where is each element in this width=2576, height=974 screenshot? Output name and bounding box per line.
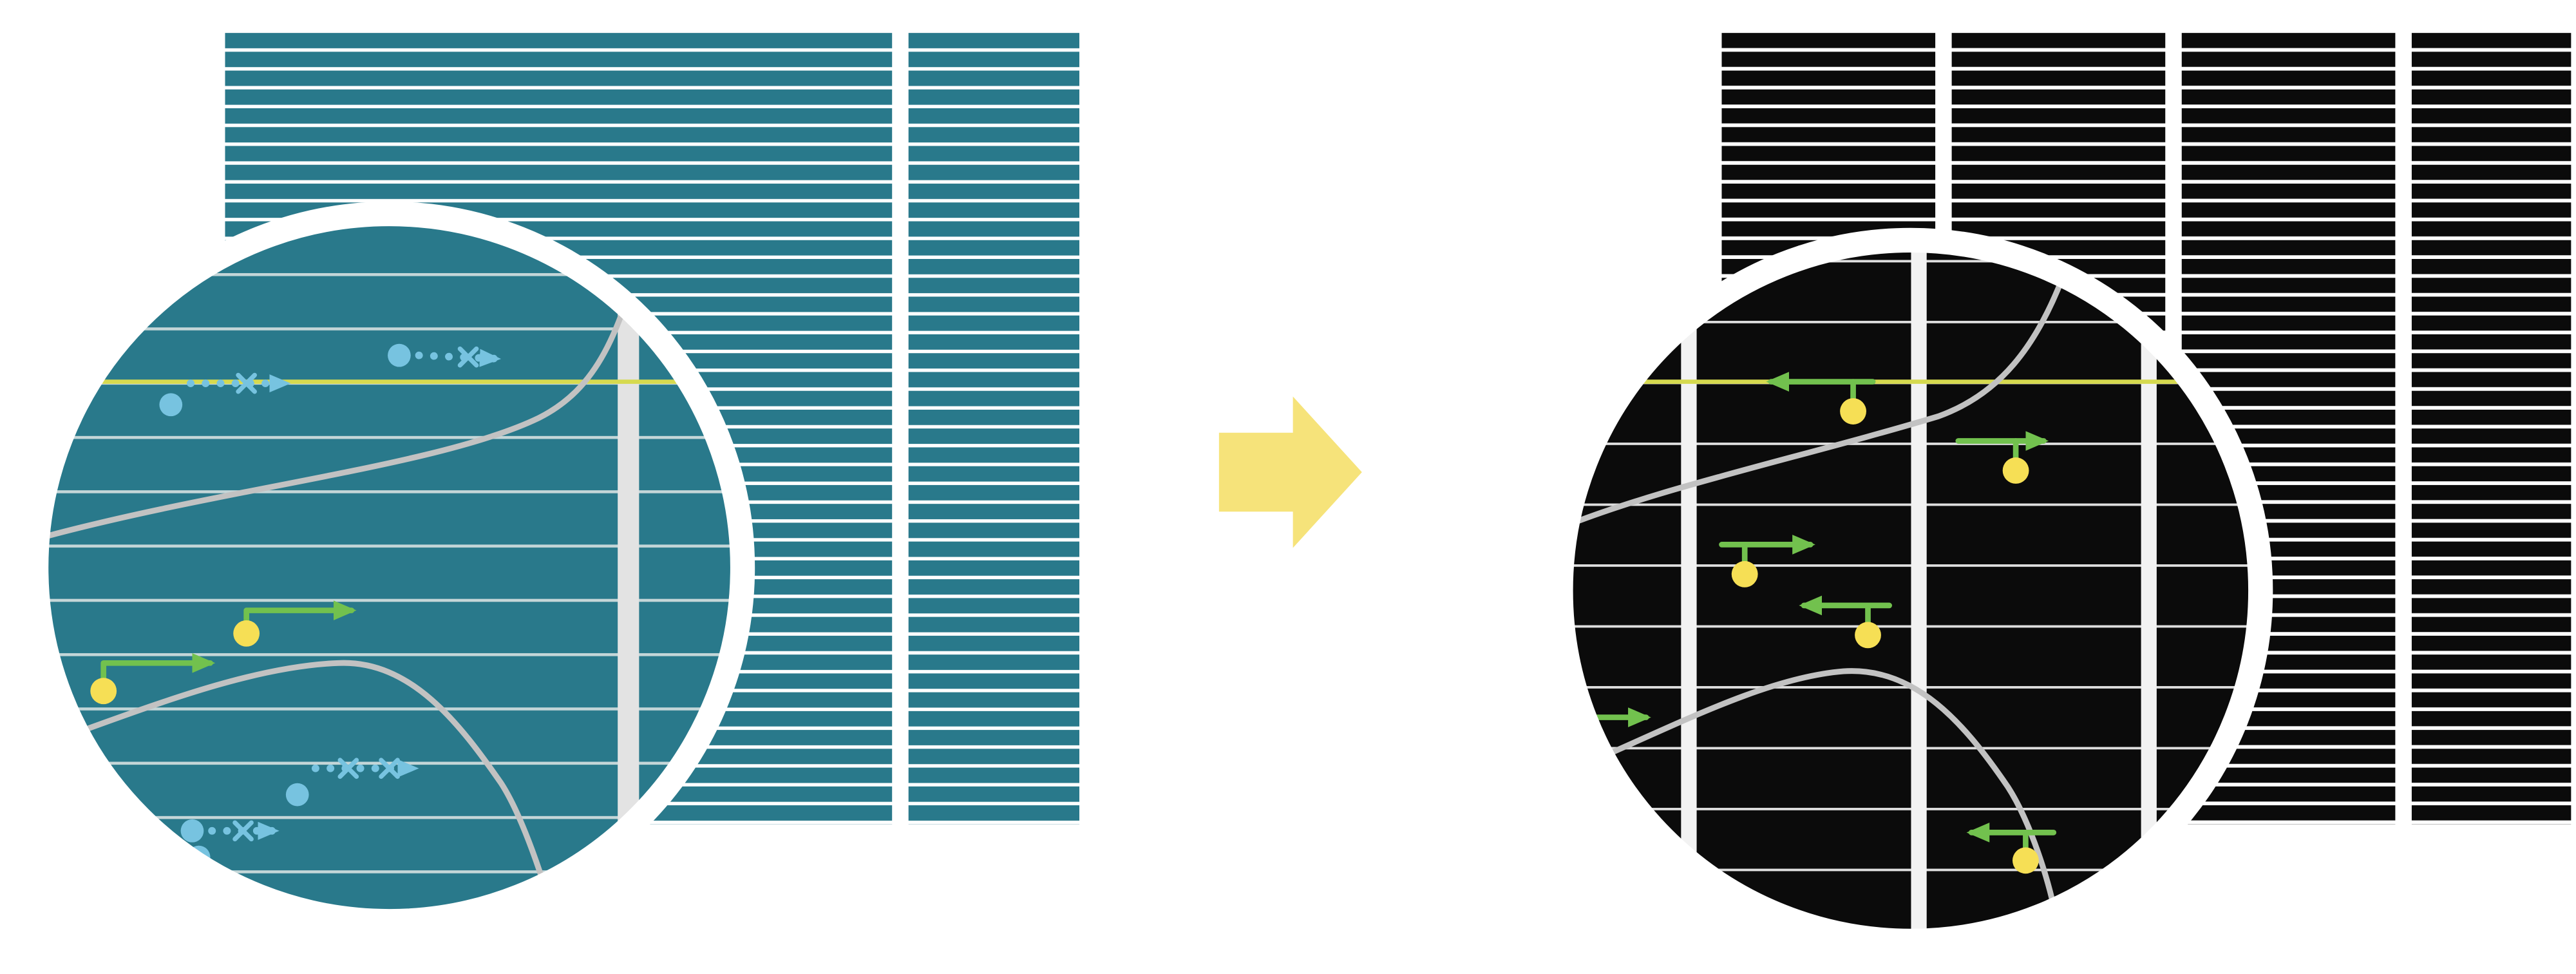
- short-carrier-path: [1955, 431, 2049, 484]
- carrier-dot: [180, 819, 204, 843]
- long-carrier-path: [285, 758, 419, 807]
- carrier-generation-point: [2012, 847, 2039, 874]
- busbar: [1681, 251, 1697, 930]
- left-zoom-circle-content: [47, 225, 732, 910]
- x-mark: [337, 758, 359, 779]
- short-carrier-path: [1799, 595, 1893, 649]
- carrier-dot: [388, 343, 411, 367]
- right-magnifier-ring: [1548, 227, 2273, 954]
- left-zoom-background: [47, 225, 732, 910]
- grain-boundary-curve: [1572, 668, 2061, 930]
- short-carrier-path: [1719, 535, 1815, 587]
- right-zoom-circle-content: [1572, 251, 2249, 930]
- busbar: [618, 225, 639, 910]
- x-mark: [379, 758, 400, 779]
- short-carrier-path: [1966, 823, 2057, 874]
- grain-boundary-curve: [47, 238, 647, 540]
- x-mark: [457, 346, 479, 368]
- left-cell-right-segment: [908, 33, 1080, 825]
- carrier-generation-point: [2002, 457, 2029, 484]
- long-carrier-path: [159, 372, 291, 417]
- carrier-dot: [285, 783, 309, 807]
- long-carrier-path: [388, 343, 502, 368]
- left-magnifier-ring: [23, 201, 755, 934]
- x-mark: [236, 372, 257, 394]
- x-mark: [232, 820, 254, 842]
- dotted-path: [415, 349, 502, 367]
- grain-boundary-curve: [1572, 263, 2070, 530]
- carrier-dot: [159, 393, 183, 417]
- right-cell-segment: [2411, 33, 2571, 825]
- carrier-generation-point: [1855, 622, 1881, 649]
- long-carrier-path: [180, 819, 279, 843]
- busbar: [1911, 251, 1927, 930]
- carrier-generation-point: [90, 678, 117, 705]
- short-carrier-path: [1766, 372, 1876, 425]
- short-carrier-path: [90, 653, 216, 705]
- short-carrier-path: [233, 600, 357, 647]
- busbar: [2141, 251, 2157, 930]
- grain-boundary-curve: [47, 660, 560, 910]
- carrier-generation-point: [1731, 560, 1758, 587]
- right-block-arrow-icon: [1218, 396, 1362, 548]
- carrier-generation-point: [233, 620, 260, 647]
- carrier-generation-point: [1840, 398, 1866, 425]
